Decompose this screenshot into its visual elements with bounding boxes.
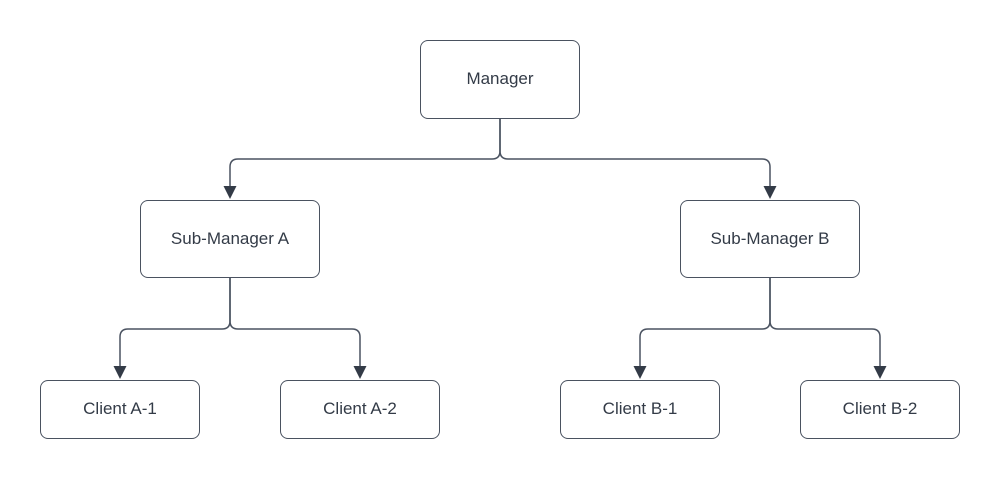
node-sub-manager-a-label: Sub-Manager A (170, 228, 290, 248)
connector-edge (229, 119, 501, 186)
node-client-b2-label: Client B-2 (842, 399, 918, 419)
connector-edge (229, 278, 361, 366)
connector-edge (639, 278, 771, 366)
arrowhead-icon (223, 186, 237, 199)
arrowhead-icon (633, 366, 647, 379)
arrowhead-icon (873, 366, 887, 379)
node-client-b1[interactable]: Client B-1 (560, 380, 720, 439)
connector-edge (499, 119, 771, 186)
node-sub-manager-b-label: Sub-Manager B (710, 228, 830, 248)
arrowhead-icon (353, 366, 367, 379)
connector-edge (119, 278, 231, 366)
node-client-b2[interactable]: Client B-2 (800, 380, 960, 439)
arrowhead-icon (763, 186, 777, 199)
node-sub-manager-b[interactable]: Sub-Manager B (680, 200, 860, 278)
connector-edge (769, 278, 881, 366)
node-client-a1-label: Client A-1 (83, 399, 157, 419)
arrowhead-icon (113, 366, 127, 379)
node-manager-label: Manager (466, 69, 534, 89)
node-sub-manager-a[interactable]: Sub-Manager A (140, 200, 320, 278)
node-client-b1-label: Client B-1 (602, 399, 678, 419)
node-client-a1[interactable]: Client A-1 (40, 380, 200, 439)
node-manager[interactable]: Manager (420, 40, 580, 119)
node-client-a2[interactable]: Client A-2 (280, 380, 440, 439)
node-client-a2-label: Client A-2 (323, 399, 397, 419)
